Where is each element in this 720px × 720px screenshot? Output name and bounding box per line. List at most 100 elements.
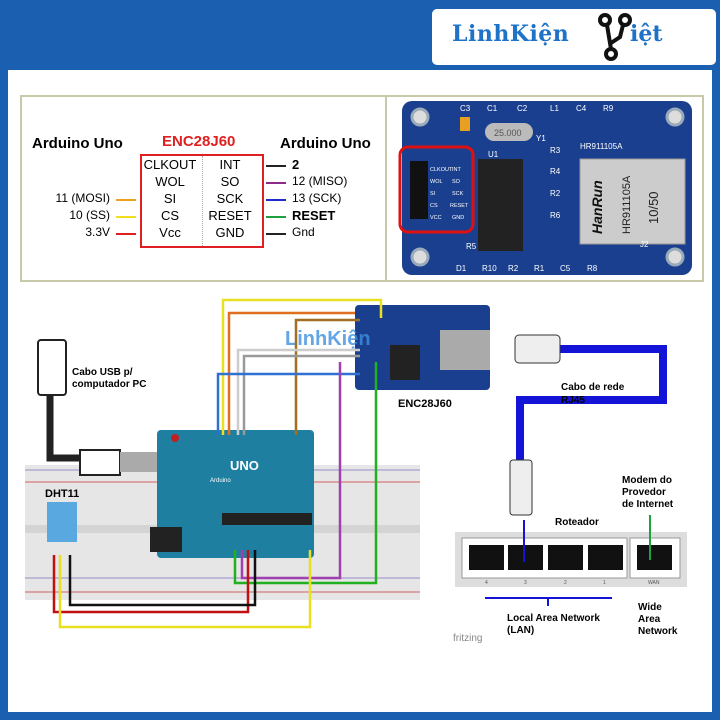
svg-text:C2: C2	[517, 104, 528, 113]
right-label: RESET	[292, 208, 336, 223]
svg-text:SI: SI	[430, 191, 436, 197]
svg-text:R6: R6	[550, 211, 561, 220]
cable-label: Cabo de rede	[561, 382, 625, 393]
logo-circuit-icon	[598, 13, 632, 61]
svg-text:3: 3	[524, 580, 527, 586]
svg-text:2: 2	[564, 580, 567, 586]
logo: LinhKiện iệt	[429, 6, 719, 68]
svg-text:INT: INT	[452, 167, 462, 173]
svg-text:R3: R3	[550, 146, 561, 155]
pin-left: SI	[163, 191, 177, 206]
svg-text:WOL: WOL	[430, 179, 443, 185]
svg-text:D1: D1	[456, 264, 467, 273]
enc28j60-photo: 25.000 HanRun HR911105A 10/50 C3 C1 C2 L…	[398, 101, 692, 275]
rj45-cable	[516, 345, 667, 460]
right-label: 13 (SCK)	[292, 191, 342, 205]
right-header: Arduino Uno	[280, 135, 371, 152]
wan-label: Wide	[638, 602, 662, 613]
pin-left: CS	[160, 208, 180, 223]
svg-text:R8: R8	[587, 264, 598, 273]
router-label: Roteador	[555, 517, 599, 528]
pin-right: SCK	[216, 191, 244, 206]
wire-swatch	[266, 216, 286, 218]
watermark: LinhKiện	[285, 328, 371, 350]
svg-text:R2: R2	[550, 189, 561, 198]
svg-text:GND: GND	[452, 215, 464, 221]
svg-text:SCK: SCK	[452, 191, 464, 197]
svg-text:J2: J2	[640, 240, 649, 249]
logo-text-suffix: iệt	[630, 21, 663, 47]
wire-swatch	[116, 216, 136, 218]
port-labels: 4 3 2 1 WAN	[485, 580, 660, 586]
wire-swatch	[266, 199, 286, 201]
cable-label: RJ45	[561, 395, 585, 406]
fritzing-label: fritzing	[453, 633, 482, 644]
wiring-diagram: Cabo USB p/ computador PC DHT11 UNO Ardu…	[25, 298, 687, 644]
svg-text:L1: L1	[550, 104, 559, 113]
pin-right: GND	[215, 225, 245, 240]
module-title: ENC28J60	[162, 133, 236, 150]
logo-text: LinhKiện	[452, 21, 570, 47]
right-label: 12 (MISO)	[292, 174, 348, 188]
crystal-label: 25.000	[494, 128, 522, 138]
pin-left: CLKOUT	[143, 157, 197, 172]
svg-text:R4: R4	[550, 167, 561, 176]
svg-text:R10: R10	[482, 264, 497, 273]
rj45-plug-icon	[509, 459, 533, 516]
modem-label: de Internet	[622, 499, 674, 510]
pin-right: RESET	[208, 208, 252, 223]
svg-text:R2: R2	[508, 264, 519, 273]
svg-text:CLKOUT: CLKOUT	[430, 167, 453, 173]
wire-swatch	[266, 233, 286, 235]
module-label: ENC28J60	[398, 398, 452, 410]
svg-text:CS: CS	[430, 203, 438, 209]
svg-text:Y1: Y1	[536, 134, 546, 143]
usb-label: computador PC	[72, 379, 146, 390]
modem-label: Modem do	[622, 475, 672, 486]
left-label: 10 (SS)	[69, 208, 110, 222]
svg-text:C5: C5	[560, 264, 571, 273]
svg-text:RESET: RESET	[450, 203, 469, 209]
svg-text:R1: R1	[534, 264, 545, 273]
arduino-uno-board	[157, 430, 314, 558]
wires	[52, 298, 383, 629]
svg-text:C4: C4	[576, 104, 587, 113]
usb-label: Cabo USB p/	[72, 367, 133, 378]
rj45-plug-icon	[514, 334, 561, 364]
wire-swatch	[116, 233, 136, 235]
arduino-logo: UNO	[230, 458, 259, 473]
svg-text:WAN: WAN	[648, 580, 660, 586]
wan-label: Area	[638, 614, 661, 625]
svg-text:SO: SO	[452, 179, 461, 185]
svg-text:VCC: VCC	[430, 215, 442, 221]
svg-text:R9: R9	[603, 104, 614, 113]
jack-brand: HanRun	[589, 180, 605, 234]
modem-label: Provedor	[622, 487, 666, 498]
left-header: Arduino Uno	[32, 135, 123, 152]
dht11-sensor	[47, 502, 77, 542]
jack-speed: 10/50	[646, 191, 661, 224]
svg-text:4: 4	[485, 580, 488, 586]
silkscreen-labels: C3 C1 C2 L1 C4 R9 Y1 U1 R3 R4 R2 R6 R5 J…	[456, 104, 649, 273]
left-label: 3.3V	[85, 225, 110, 239]
left-label: 11 (MOSI)	[55, 191, 110, 205]
svg-text:1: 1	[603, 580, 606, 586]
wire-swatch	[266, 165, 286, 167]
pin-left: WOL	[155, 174, 185, 189]
wire-swatch	[266, 182, 286, 184]
wire-swatch	[116, 199, 136, 201]
usb-cable-icon	[37, 339, 67, 396]
svg-text:R5: R5	[466, 242, 477, 251]
svg-text:C1: C1	[487, 104, 498, 113]
pin-left: Vcc	[159, 225, 181, 240]
panel-divider	[385, 97, 387, 280]
jack-model: HR911105A	[621, 175, 633, 234]
pin-right: INT	[219, 157, 241, 172]
svg-text:U1: U1	[488, 150, 499, 159]
wan-label: Network	[638, 626, 678, 637]
pin-right: SO	[220, 174, 240, 189]
pin-table	[140, 154, 264, 248]
right-label: 2	[292, 157, 300, 172]
